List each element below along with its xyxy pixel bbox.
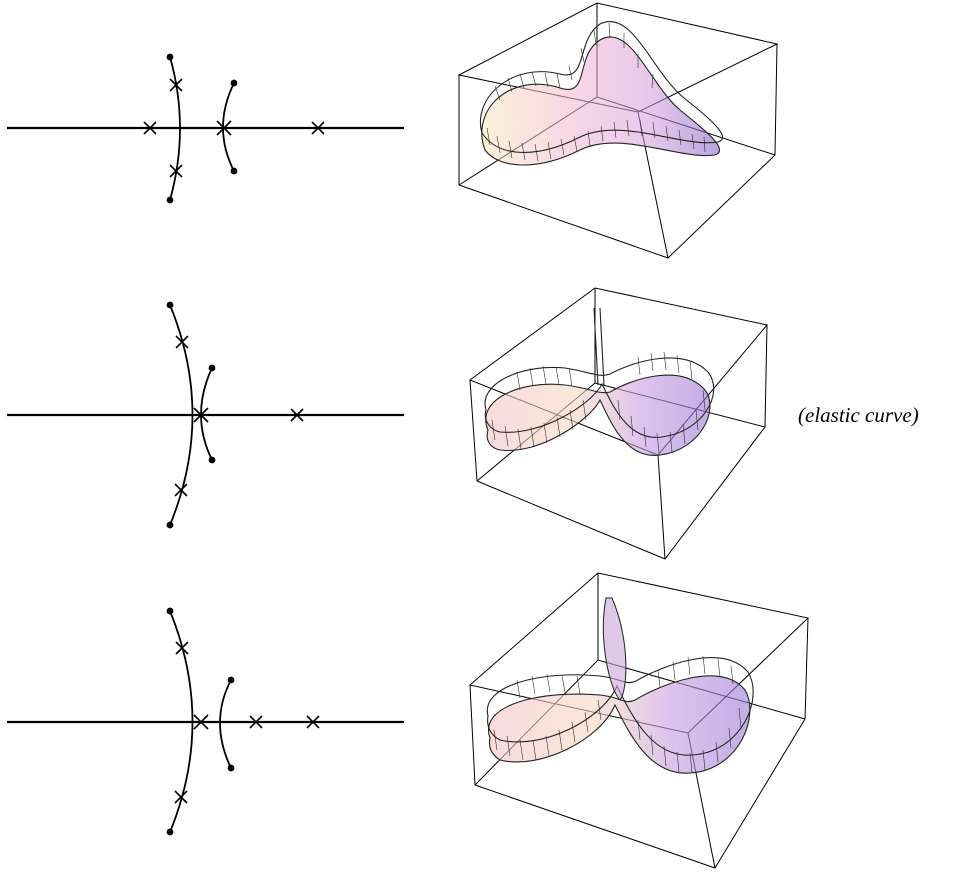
- x-marker: [143, 121, 157, 135]
- x-marker: [306, 715, 320, 729]
- x-marker: [193, 407, 209, 423]
- ribbon-box-plot-3: [468, 572, 810, 869]
- dot-marker: [208, 364, 216, 372]
- x-marker: [174, 483, 188, 497]
- x-marker: [175, 641, 189, 655]
- ribbon-edge: [479, 21, 724, 153]
- x-marker: [169, 78, 183, 92]
- x-marker: [216, 120, 232, 136]
- ribbon-fill: [481, 36, 720, 165]
- root-locus-diagram-3: [7, 607, 404, 836]
- dot-marker: [230, 79, 238, 87]
- branch-curve: [219, 679, 232, 769]
- ribbon-strips: [491, 351, 706, 454]
- dot-marker: [230, 167, 238, 175]
- x-marker: [311, 121, 325, 135]
- x-marker: [249, 715, 263, 729]
- elastic-curve-caption: (elastic curve): [798, 403, 919, 427]
- root-locus-diagram-1: [7, 53, 404, 204]
- ribbon-strips: [493, 655, 742, 774]
- x-marker: [175, 335, 189, 349]
- ribbon-edge: [593, 307, 605, 386]
- ribbon-edge: [484, 357, 715, 438]
- branch-curve: [169, 610, 194, 833]
- dot-marker: [166, 828, 174, 836]
- ribbon-edge: [487, 675, 751, 774]
- ribbon-edge: [481, 36, 721, 166]
- ribbon-loop: [602, 597, 627, 701]
- dot-marker: [227, 676, 235, 684]
- ribbon-fill: [485, 375, 710, 456]
- dot-marker: [166, 301, 174, 309]
- ribbon-edge: [486, 657, 754, 756]
- dot-marker: [227, 764, 235, 772]
- dot-marker: [166, 607, 174, 615]
- ribbon-strips: [486, 22, 706, 162]
- ribbon-fill: [488, 675, 750, 774]
- ribbon-edge: [485, 374, 711, 456]
- ribbon-box-plot-2: [468, 287, 768, 560]
- x-marker: [174, 790, 188, 804]
- ribbon-box-plot-1: [457, 2, 779, 259]
- root-locus-diagram-2: [7, 301, 404, 529]
- branch-curve: [169, 304, 194, 526]
- dot-marker: [208, 456, 216, 464]
- x-marker: [169, 164, 183, 178]
- dot-marker: [166, 53, 174, 61]
- dot-marker: [166, 196, 174, 204]
- x-marker: [290, 408, 304, 422]
- dot-marker: [166, 521, 174, 529]
- branch-curve: [169, 56, 181, 201]
- x-marker: [193, 714, 209, 730]
